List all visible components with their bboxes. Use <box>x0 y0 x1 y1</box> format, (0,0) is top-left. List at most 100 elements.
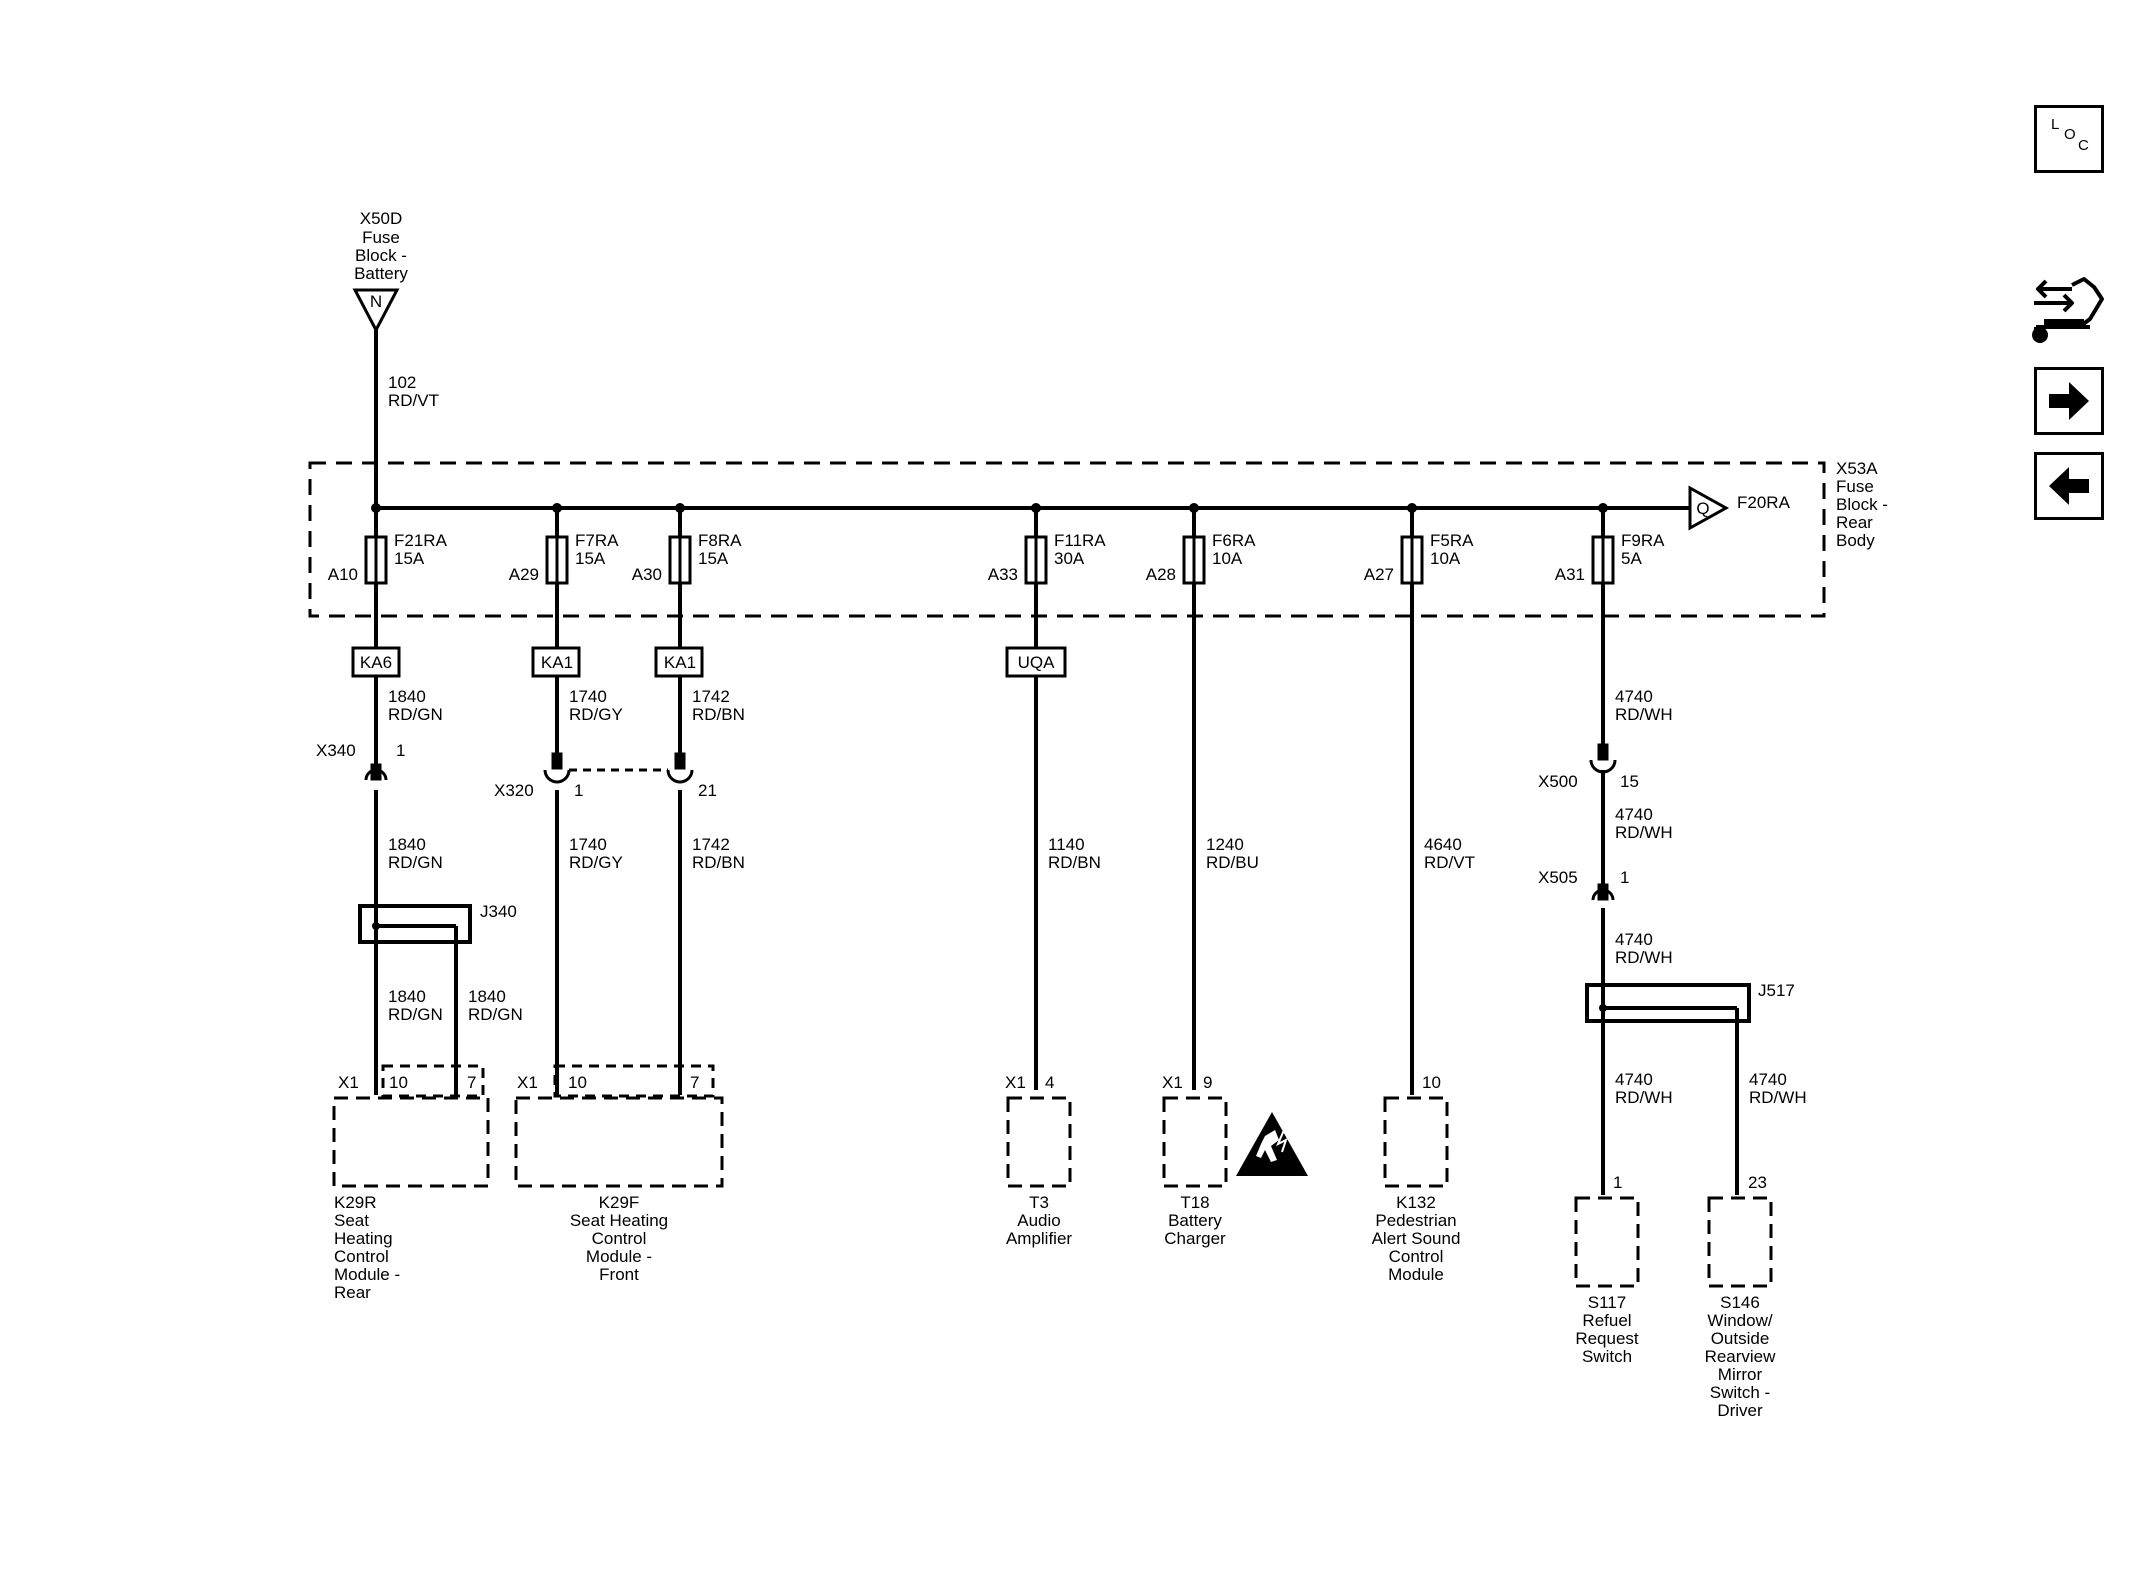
wire-number: 1742 <box>692 687 730 706</box>
t3-component <box>1006 1096 1072 1188</box>
wire-color: RD/WH <box>1615 823 1673 842</box>
option-box <box>1005 646 1067 678</box>
wire-color: RD/GN <box>388 705 443 724</box>
t3-name-line: T3 <box>1029 1193 1049 1212</box>
s146-name-line: Rearview <box>1705 1347 1777 1366</box>
s117-pin: 1 <box>1613 1173 1622 1192</box>
wire-number: 1840 <box>388 687 426 706</box>
k29r-name-line: K29R <box>334 1193 377 1212</box>
k29f-component <box>514 1096 724 1188</box>
s117-name-line: Request <box>1575 1329 1639 1348</box>
k29f-name-line: Front <box>599 1265 639 1284</box>
source-name-line-3: Battery <box>354 264 408 283</box>
fuse-name: F5RA <box>1430 531 1474 550</box>
loc-letter-c: C <box>2078 137 2089 154</box>
arrow-right-icon <box>2049 382 2089 420</box>
k29r-component <box>332 1096 490 1188</box>
k29r-connector: X1 <box>338 1073 359 1092</box>
wire-color: RD/GN <box>468 1005 523 1024</box>
fuse-pin: A33 <box>988 565 1018 584</box>
k29r-pin-a: 10 <box>389 1073 408 1092</box>
wire-color: RD/BN <box>1048 853 1101 872</box>
wire-color: RD/VT <box>1424 853 1475 872</box>
location-button[interactable]: L O C <box>2034 105 2104 173</box>
wire-number: 1240 <box>1206 835 1244 854</box>
feed-terminal-letter: Q <box>1696 499 1709 518</box>
wire-color: RD/WH <box>1615 948 1673 967</box>
fuse-name: F9RA <box>1621 531 1665 550</box>
wire-color: RD/GY <box>569 853 623 872</box>
t3-name-line: Audio <box>1017 1211 1060 1230</box>
s146-name-line: Driver <box>1717 1401 1763 1420</box>
k29f-pin-a: 10 <box>568 1073 587 1092</box>
arrow-left-icon <box>2049 467 2089 505</box>
k132-name-line: K132 <box>1396 1193 1436 1212</box>
wire-color: RD/BU <box>1206 853 1259 872</box>
wire-number: 4640 <box>1424 835 1462 854</box>
x505-pin: 1 <box>1620 868 1629 887</box>
high-voltage-warning-icon <box>1236 1112 1308 1176</box>
wire-number: 1840 <box>388 835 426 854</box>
s146-name-line: S146 <box>1720 1293 1760 1312</box>
x505-connector-label: X505 <box>1538 868 1578 887</box>
fuse-rating: 5A <box>1621 549 1642 568</box>
fuse-pin: A30 <box>632 565 662 584</box>
source-name-line-2: Block - <box>355 246 407 265</box>
k132-name-line: Module <box>1388 1265 1444 1284</box>
source-terminal-letter: N <box>370 292 382 311</box>
fuse-name: F8RA <box>698 531 742 550</box>
wire-color: RD/WH <box>1749 1088 1807 1107</box>
j340-splice <box>358 904 472 944</box>
k132-name-line: Pedestrian <box>1375 1211 1456 1230</box>
s146-name-line: Mirror <box>1718 1365 1763 1384</box>
wire-color: RD/WH <box>1615 1088 1673 1107</box>
wire-number: 1740 <box>569 687 607 706</box>
wire-number: 4740 <box>1615 930 1653 949</box>
fuse-rating: 10A <box>1212 549 1243 568</box>
s117-name-line: Refuel <box>1582 1311 1631 1330</box>
s146-component <box>1707 1196 1773 1288</box>
wire-color: RD/GN <box>388 853 443 872</box>
fuse-pin: A28 <box>1146 565 1176 584</box>
s117-component <box>1574 1196 1640 1288</box>
wire-color: RD/BN <box>692 705 745 724</box>
option-box <box>531 646 581 678</box>
wire-color: RD/BN <box>692 853 745 872</box>
wire-number: 1840 <box>468 987 506 1006</box>
source-name-line-1: Fuse <box>362 228 400 247</box>
x500-connector-label: X500 <box>1538 772 1578 791</box>
s117-name-line: Switch <box>1582 1347 1632 1366</box>
k29f-pin-b: 7 <box>690 1073 699 1092</box>
t18-component <box>1162 1096 1228 1188</box>
k132-name-line: Control <box>1389 1247 1444 1266</box>
k132-component <box>1383 1096 1449 1188</box>
t18-pin: 9 <box>1203 1073 1212 1092</box>
fuse-block-name-2: Block - <box>1836 495 1888 514</box>
fuse-rating: 15A <box>394 549 425 568</box>
wire-number: 4740 <box>1615 805 1653 824</box>
wire-number: 4740 <box>1749 1070 1787 1089</box>
x320-pin-a: 1 <box>574 781 583 800</box>
k29r-name-line: Seat <box>334 1211 369 1230</box>
j340-label: J340 <box>480 902 517 921</box>
k29r-name-line: Rear <box>334 1283 371 1302</box>
k29r-name-line: Control <box>334 1247 389 1266</box>
option-code-4: UQA <box>1018 653 1056 672</box>
x320-connector-label: X320 <box>494 781 534 800</box>
next-page-button[interactable] <box>2034 367 2104 435</box>
x320-pin-b: 21 <box>698 781 717 800</box>
previous-page-button[interactable] <box>2034 452 2104 520</box>
j517-label: J517 <box>1758 981 1795 1000</box>
k132-name-line: Alert Sound <box>1372 1229 1461 1248</box>
wire-number: 4740 <box>1615 687 1653 706</box>
option-code-2: KA1 <box>541 653 573 672</box>
fuse-rating: 10A <box>1430 549 1461 568</box>
fuse-name: F21RA <box>394 531 448 550</box>
x340-pin: 1 <box>396 741 405 760</box>
service-info-icon[interactable] <box>2030 275 2114 349</box>
j517-splice <box>1585 983 1751 1023</box>
k29r-name-line: Module - <box>334 1265 400 1284</box>
t3-pin: 4 <box>1045 1073 1054 1092</box>
loc-letter-l: L <box>2051 116 2060 133</box>
